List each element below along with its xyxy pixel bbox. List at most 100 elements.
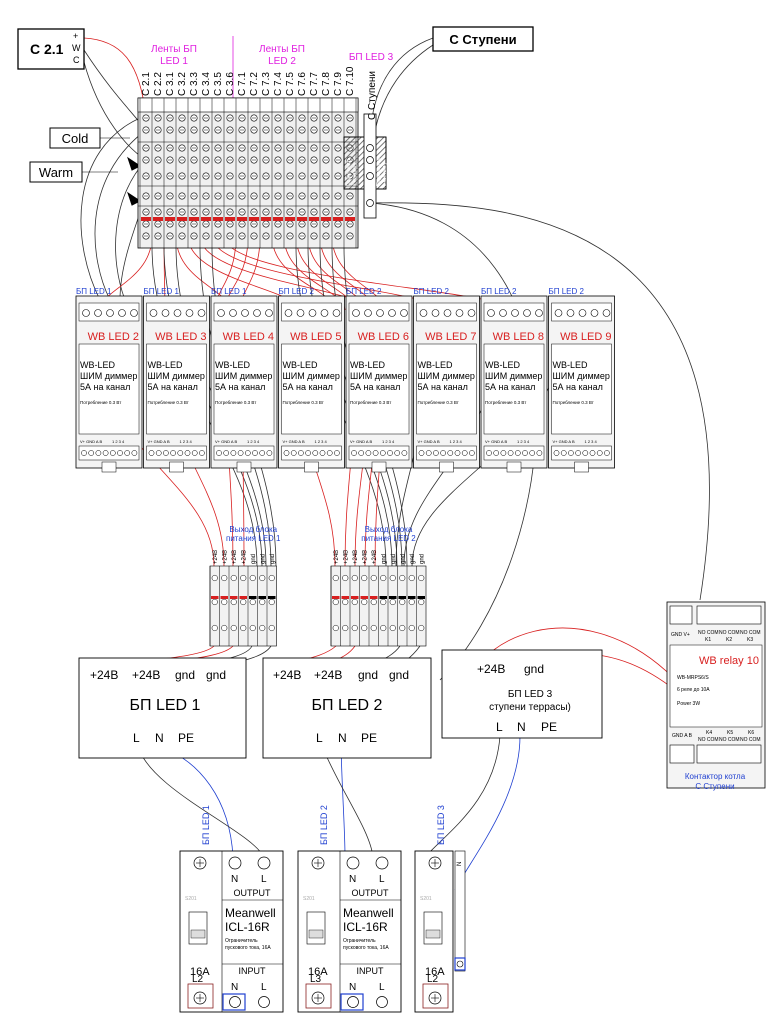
breaker-side-label: БП LED 2 (319, 805, 329, 845)
terminal-channel-label: C 3.2 (177, 72, 188, 96)
psu-2-name: БП LED 2 (312, 697, 383, 714)
dimmer-psu-label: БП LED 1 (144, 287, 180, 296)
relay-top-left: GND V+ (671, 632, 690, 638)
breaker-s201: S201 (303, 896, 315, 902)
relay-top-k2: K2 (726, 637, 732, 643)
terminal-channel-label: C 3.3 (189, 72, 200, 96)
psu-2-out-1: +24В (273, 668, 301, 682)
strip-group1-label-l2: LED 1 (160, 56, 188, 67)
icl-l-in: L (261, 982, 267, 993)
psu-out-term-label: gnd (419, 554, 425, 564)
psu-out-term-label: +24В (343, 550, 349, 564)
psu-out-term-label: gnd (400, 554, 406, 564)
psu-out-title-2: питания LED 2 (361, 534, 416, 543)
dimmer-bottom-labels-2: 1 2 3 4 (180, 439, 193, 444)
cold-label-box: Cold (49, 127, 101, 149)
breaker-rating: 16A (190, 966, 210, 978)
dimmer-model: WB-LED (148, 360, 184, 370)
terminal-channel-label: C 7.3 (261, 72, 272, 96)
step-terminal: Подключить к контакту Подключить к конта… (343, 71, 388, 219)
arrow-markers (82, 137, 141, 206)
strip-group2-label-l1: Ленты БП (259, 44, 305, 55)
dimmer-bottom-labels-2: 1 2 3 4 (112, 439, 125, 444)
dimmer-bottom-labels: V+ GND A B (215, 439, 237, 444)
dimmer-desc-2: 5А на канал (80, 382, 130, 392)
icl-output-label: OUTPUT (352, 888, 390, 898)
psu-1-name: БП LED 1 (130, 697, 201, 714)
psu-1-in-n: N (155, 731, 164, 745)
dimmer-desc-1: ШИМ диммер (485, 371, 542, 381)
psu-3-in-pe: PE (541, 720, 557, 734)
psu-2-in-l: L (316, 731, 323, 745)
psu-out-term-label: +24В (362, 550, 368, 564)
step-terminal-side-text-3: Подключить (376, 157, 382, 186)
warm-label: Warm (39, 165, 73, 180)
relay-top-ch2: NO COM (719, 630, 740, 636)
dimmer-psu-label: БП LED 2 (481, 287, 517, 296)
icl-brand: Meanwell (225, 906, 276, 920)
dimmer-name: WB LED 6 (358, 331, 409, 343)
terminal-channel-label: C 7.7 (309, 72, 320, 96)
icl-input-label: INPUT (239, 966, 267, 976)
terminal-channel-label: C 7.6 (297, 72, 308, 96)
psu-out-term-label: +24В (241, 550, 247, 564)
dimmer-bottom-labels-2: 1 2 3 4 (450, 439, 463, 444)
dimmer-model: WB-LED (350, 360, 386, 370)
terminal-channel-label: C 2.1 (141, 72, 152, 96)
relay-top-ch3: NO COM (740, 630, 761, 636)
psu-1-box: +24В +24В gnd gnd БП LED 1 L N PE (78, 657, 247, 759)
psu-1-out-1: +24В (90, 668, 118, 682)
dimmer-row: БП LED 1 WB LED 2 WB-LED ШИМ диммер 5А на ка… (75, 287, 615, 473)
dimmer-psu-label: БП LED 2 (346, 287, 382, 296)
psu-out-term-label: +24В (222, 550, 228, 564)
psu-2-out-4: gnd (389, 668, 409, 682)
relay-name: WB relay 10 (699, 655, 759, 667)
dimmer-bottom-labels: V+ GND A B (148, 439, 170, 444)
terminal-channel-label: C 7.1 (237, 72, 248, 96)
dimmer-power: Потребление 0.3 Вт (553, 400, 594, 405)
relay-bottom-left: GND A B (672, 733, 693, 739)
step-terminal-label: С Ступени (367, 71, 378, 120)
dimmer-name: WB LED 8 (493, 331, 544, 343)
dimmer-name: WB LED 2 (88, 331, 139, 343)
terminal-channel-label: C 3.1 (165, 72, 176, 96)
dimmer-power: Потребление 0.3 Вт (350, 400, 391, 405)
icl-n-out: N (349, 874, 356, 885)
relay-bottom-ch3: NO COM (740, 737, 761, 743)
breaker-side-label: БП LED 1 (201, 805, 211, 845)
dimmer-model: WB-LED (80, 360, 116, 370)
warm-arrow-icon (127, 191, 141, 206)
dimmer-power: Потребление 0.3 Вт (80, 400, 121, 405)
dimmer-psu-label: БП LED 1 (211, 287, 247, 296)
dimmer-name: WB LED 5 (290, 331, 341, 343)
dimmer-desc-2: 5А на канал (283, 382, 333, 392)
breaker-in-mark: L3 (310, 974, 322, 985)
dimmer-model: WB-LED (215, 360, 251, 370)
icl-desc-2: пускового тока, 16А (225, 945, 271, 951)
psu-2-out-3: gnd (358, 668, 378, 682)
psu-3-in-n: N (517, 720, 526, 734)
psu-out-term-label: gnd (260, 554, 266, 564)
psu-2-in-n: N (338, 731, 347, 745)
terminal-channel-label: C 2.2 (153, 72, 164, 96)
terminal-channel-label: C 7.4 (273, 72, 284, 96)
dimmer-power: Потребление 0.3 Вт (148, 400, 189, 405)
breaker-in-mark: L2 (427, 974, 439, 985)
breaker-rating: 16A (425, 966, 445, 978)
relay-spec: 6 реле до 10А (677, 687, 710, 693)
icl-model: ICL-16R (225, 920, 270, 934)
relay-bottom-ch2: NO COM (719, 737, 740, 743)
dimmer-model: WB-LED (553, 360, 589, 370)
dimmer-desc-2: 5А на канал (148, 382, 198, 392)
icl-n-in: N (349, 982, 356, 993)
